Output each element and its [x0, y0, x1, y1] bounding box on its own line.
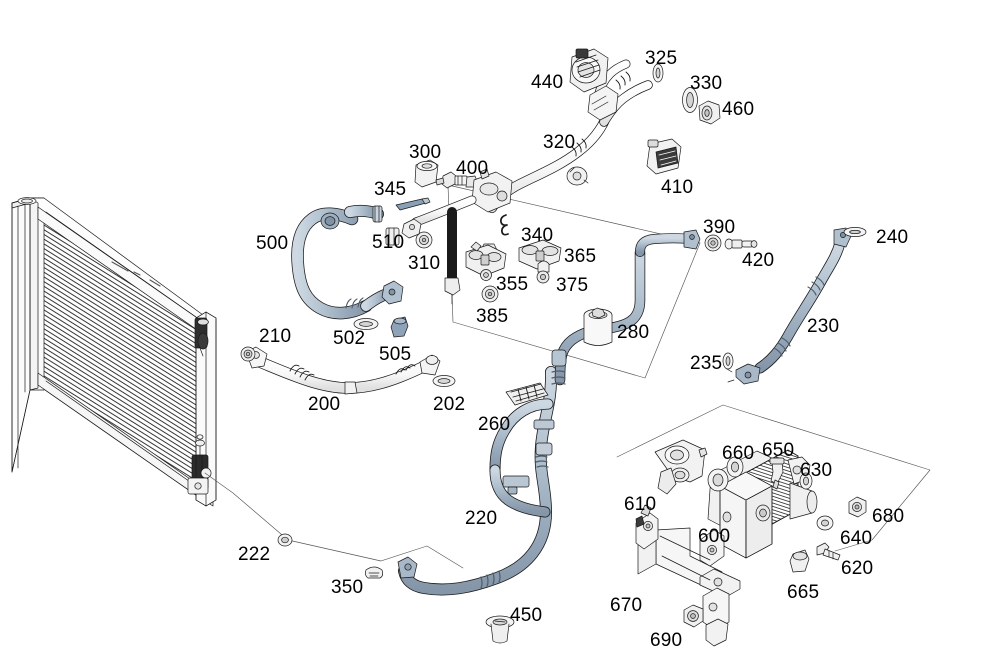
clip-260 [505, 382, 549, 406]
callout-230: 230 [807, 316, 840, 337]
clip-340 [500, 214, 509, 236]
callout-680: 680 [872, 506, 905, 527]
callout-325: 325 [645, 48, 678, 69]
callout-440: 440 [531, 72, 564, 93]
callout-600: 600 [698, 526, 731, 547]
callout-660: 660 [722, 443, 755, 464]
callout-375: 375 [556, 275, 589, 296]
plug-505 [390, 316, 409, 338]
callout-410: 410 [661, 177, 694, 198]
callout-640: 640 [840, 528, 873, 549]
sensor-650 [769, 457, 785, 490]
callout-420: 420 [742, 250, 775, 271]
callout-385: 385 [476, 306, 509, 327]
callout-350: 350 [331, 577, 364, 598]
bracket-355 [465, 241, 507, 281]
callout-280: 280 [617, 322, 650, 343]
sealing-ring-222 [277, 533, 293, 547]
damper-280 [583, 307, 613, 346]
valve-390 [704, 234, 722, 252]
callout-670: 670 [610, 595, 643, 616]
callout-400: 400 [456, 158, 489, 179]
clip-350 [364, 566, 384, 579]
nut-385 [481, 285, 499, 303]
callout-510: 510 [372, 232, 405, 253]
callout-630: 630 [800, 460, 833, 481]
callout-690: 690 [650, 630, 683, 651]
connector-410 [646, 138, 682, 175]
sealing-ring-235 [722, 352, 734, 370]
pin-345 [395, 197, 431, 211]
screw-375 [536, 260, 550, 284]
callout-260: 260 [478, 414, 511, 435]
ac-condenser [11, 197, 217, 507]
bracket-670 [635, 504, 741, 647]
refrigerant-line-280-group [551, 229, 701, 386]
nut-680 [848, 496, 867, 518]
clamp-510 [385, 227, 400, 246]
nut-460 [698, 100, 721, 125]
callout-340: 340 [521, 225, 554, 246]
connector-housing-610 [654, 439, 708, 495]
sealing-ring-502 [353, 318, 379, 330]
callout-502: 502 [333, 328, 366, 349]
callout-300: 300 [409, 142, 442, 163]
grommet-450 [485, 615, 515, 644]
bracket-365 [518, 239, 562, 270]
sealing-ring-660 [726, 456, 744, 478]
sealing-ring-630 [799, 472, 813, 490]
callout-610: 610 [624, 494, 657, 515]
refrigerant-line-230 [726, 227, 852, 385]
refrigerant-hose-200 [245, 346, 441, 395]
callout-222: 222 [238, 544, 271, 565]
callout-505: 505 [379, 344, 412, 365]
callout-365: 365 [564, 246, 597, 267]
callout-235: 235 [690, 353, 723, 374]
sealing-ring-240 [843, 227, 867, 237]
callout-202: 202 [433, 394, 466, 415]
callout-390: 390 [703, 217, 736, 238]
callout-310: 310 [408, 253, 441, 274]
bolt-620 [816, 542, 841, 561]
callout-210: 210 [259, 326, 292, 347]
callout-620: 620 [841, 558, 874, 579]
callout-220: 220 [465, 508, 498, 529]
callout-320: 320 [543, 132, 576, 153]
callout-500: 500 [256, 233, 289, 254]
nut-310 [415, 231, 433, 249]
fitting-nut-210 [240, 346, 256, 362]
callout-200: 200 [308, 394, 341, 415]
callout-650: 650 [762, 440, 795, 461]
valve-core-420 [724, 238, 758, 250]
sealing-ring-202 [432, 375, 456, 387]
plug-665 [789, 549, 810, 573]
callout-665: 665 [787, 582, 820, 603]
callout-345: 345 [374, 179, 407, 200]
coolant-hose-500 [291, 204, 404, 320]
sealing-ring-330 [682, 87, 698, 113]
compressor-connector-440 [569, 48, 609, 93]
callout-240: 240 [876, 227, 909, 248]
callout-460: 460 [722, 99, 755, 120]
callout-450: 450 [510, 605, 543, 626]
sealing-ring-640 [816, 515, 834, 531]
sealing-ring-325 [652, 63, 664, 83]
callout-355: 355 [496, 274, 529, 295]
callout-330: 330 [690, 73, 723, 94]
nut-690 [683, 604, 704, 628]
cap-300 [414, 159, 439, 188]
refrigerant-line-220 [397, 366, 558, 596]
